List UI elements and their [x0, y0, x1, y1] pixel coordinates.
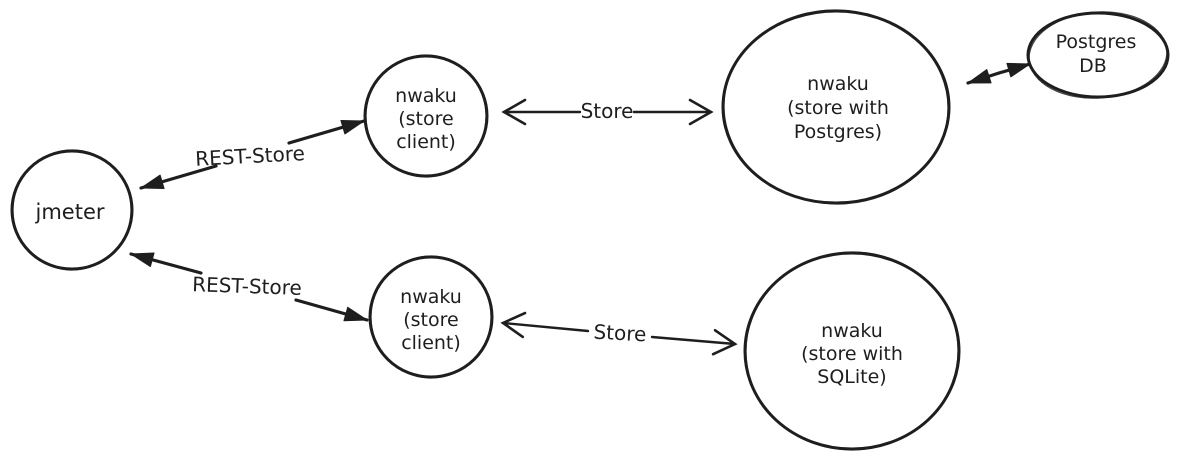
node-store-sqlite[interactable]: nwaku (store with SQLite)	[743, 248, 962, 453]
store-client-top-label-line2: (store	[398, 108, 453, 130]
jmeter-circle-sketch	[12, 149, 132, 271]
edge-rest-store-bottom-label: REST-Store	[192, 272, 302, 300]
store-client-bottom-circle	[368, 255, 494, 379]
store-postgres-label-line1: nwaku	[807, 73, 869, 95]
edge-store-bottom[interactable]: Store	[500, 311, 738, 356]
node-store-postgres[interactable]: nwaku (store with Postgres)	[721, 6, 952, 208]
store-client-bottom-label-line1: nwaku	[400, 286, 462, 308]
postgres-db-label-line2: DB	[1079, 55, 1107, 77]
edge-rest-store-bottom-line-left	[129, 252, 203, 275]
store-postgres-label-line3: Postgres)	[794, 121, 882, 143]
store-postgres-circle	[721, 9, 951, 205]
store-client-top-circle	[363, 54, 489, 178]
store-client-top-circle-sketch	[365, 54, 487, 178]
edge-store-bottom-line-right	[650, 328, 738, 356]
edge-store-top[interactable]: Store	[501, 98, 714, 126]
node-jmeter[interactable]: jmeter	[9, 146, 135, 274]
store-client-top-label-line3: client)	[396, 131, 456, 153]
edge-rest-store-bottom-line-right	[294, 298, 369, 322]
edge-rest-store-top-label: REST-Store	[195, 141, 306, 171]
edge-rest-store-top[interactable]: REST-Store	[139, 119, 366, 190]
jmeter-label: jmeter	[35, 200, 105, 224]
edge-store-bottom-label: Store	[593, 320, 647, 347]
store-client-bottom-label-line3: client)	[401, 332, 461, 354]
edge-postgres-link-line-right	[997, 62, 1032, 78]
node-store-client-top[interactable]: nwaku (store client)	[363, 52, 489, 180]
store-sqlite-circle-sketch	[745, 251, 959, 451]
edge-store-bottom-line-left	[500, 311, 590, 339]
store-postgres-circle-sketch	[723, 9, 949, 205]
postgres-db-circle	[1026, 11, 1170, 99]
edge-postgres-link-line-left	[966, 69, 1001, 85]
store-client-bottom-label-line2: (store	[403, 309, 458, 331]
edge-store-top-label: Store	[581, 99, 634, 123]
edge-postgres-link[interactable]	[966, 62, 1032, 85]
store-sqlite-label-line2: (store with	[801, 343, 903, 365]
node-store-client-bottom[interactable]: nwaku (store client)	[368, 253, 494, 381]
store-sqlite-label-line3: SQLite)	[817, 366, 886, 388]
edge-rest-store-top-line-left	[139, 164, 218, 190]
store-postgres-label-line2: (store with	[787, 97, 889, 119]
store-sqlite-circle	[743, 251, 961, 451]
store-sqlite-label-line1: nwaku	[821, 320, 883, 342]
node-postgres-db[interactable]: Postgres DB	[1026, 7, 1170, 102]
edge-rest-store-top-line-right	[287, 119, 366, 145]
store-client-top-label-line1: nwaku	[395, 85, 457, 107]
postgres-db-label-line1: Postgres	[1056, 31, 1137, 53]
jmeter-circle	[10, 149, 134, 271]
postgres-db-circle-sketch	[1028, 11, 1168, 99]
store-client-bottom-circle-sketch	[370, 255, 492, 379]
edge-rest-store-bottom[interactable]: REST-Store	[129, 252, 369, 322]
